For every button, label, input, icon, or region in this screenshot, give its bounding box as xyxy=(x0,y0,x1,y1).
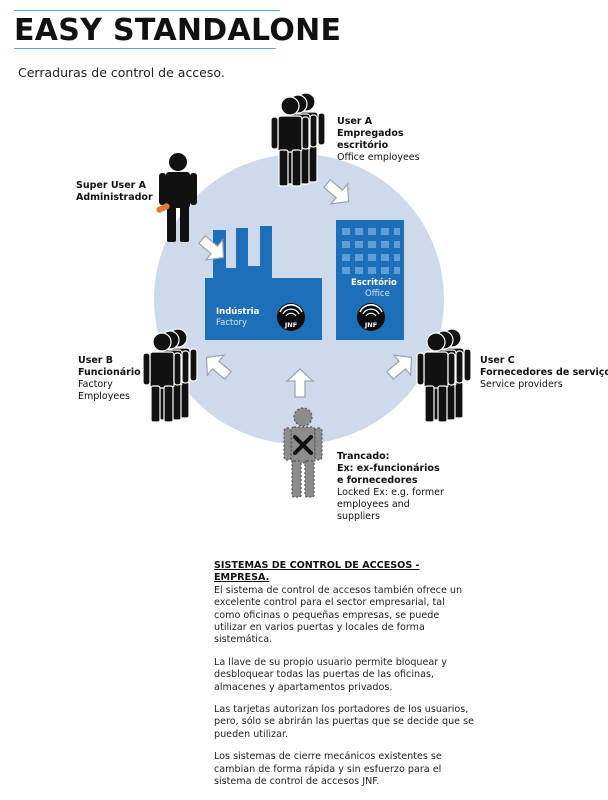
office-name: Escritório xyxy=(351,278,397,288)
description-heading: SISTEMAS DE CONTROL DE ACCESOS - EMPRESA… xyxy=(214,560,420,584)
description-text-block: SISTEMAS DE CONTROL DE ACCESOS - EMPRESA… xyxy=(214,560,474,799)
locked-label: Trancado: Ex: ex-funcionários e forneced… xyxy=(337,451,444,523)
locked-title: Trancado: xyxy=(337,451,390,462)
user-b-label: User B Funcionário Factory Employees xyxy=(78,355,141,403)
user-c-title: User C xyxy=(480,355,515,366)
orange-key-icon xyxy=(156,203,170,213)
locked-role-1: Ex: ex-funcionários xyxy=(337,463,440,474)
factory-label: Indústria Factory xyxy=(216,307,259,329)
office-subname: Office xyxy=(365,289,390,299)
super-user-role: Administrador xyxy=(76,192,153,203)
user-a-role-2: escritório xyxy=(337,140,389,151)
user-b-desc-1: Factory xyxy=(78,379,113,390)
description-paragraph-4: Los sistemas de cierre mecánicos existen… xyxy=(214,751,442,788)
user-a-group-icon xyxy=(270,92,326,187)
description-paragraph-2: La llave de su propio usuario permite bl… xyxy=(214,656,447,693)
user-c-label: User C Fornecedores de serviço Service p… xyxy=(480,355,608,391)
locked-desc-1: Locked Ex: e.g. former xyxy=(337,487,444,498)
page-title: EASY STANDALONE xyxy=(14,13,342,48)
user-c-role: Fornecedores de serviço xyxy=(480,367,608,378)
user-c-desc: Service providers xyxy=(480,379,563,390)
locked-desc-2: employees and xyxy=(337,499,410,510)
factory-name: Indústria xyxy=(216,307,260,317)
user-a-label: User A Empregados escritório Office empl… xyxy=(337,116,420,164)
user-b-role: Funcionário xyxy=(78,367,141,378)
factory-building xyxy=(205,226,322,340)
super-user-title: Super User A xyxy=(76,180,146,191)
factory-subname: Factory xyxy=(216,318,248,328)
user-b-desc-2: Employees xyxy=(78,391,130,402)
description-paragraph-1: El sistema de control de accesos también… xyxy=(214,584,463,646)
office-logo: JNF xyxy=(357,303,385,331)
user-a-desc: Office employees xyxy=(337,152,420,163)
title-top-rule xyxy=(14,10,280,11)
locked-x-icon xyxy=(293,435,313,455)
user-b-title: User B xyxy=(78,355,114,366)
user-a-role-1: Empregados xyxy=(337,128,404,139)
user-a-title: User A xyxy=(337,116,373,127)
locked-desc-3: suppliers xyxy=(337,511,381,522)
office-label: Escritório Office xyxy=(351,278,397,300)
factory-logo-text: JNF xyxy=(284,321,297,329)
description-paragraph-3: Las tarjetas autorizan los portadores de… xyxy=(214,704,474,740)
factory-logo: JNF xyxy=(277,303,305,331)
super-user-label: Super User A Administrador xyxy=(76,180,153,204)
page-subtitle: Cerraduras de control de acceso. xyxy=(18,65,225,80)
locked-role-2: e fornecedores xyxy=(337,475,418,486)
access-control-diagram: JNF JNF xyxy=(142,92,472,498)
title-bottom-rule xyxy=(14,48,276,49)
office-logo-text: JNF xyxy=(364,321,377,329)
